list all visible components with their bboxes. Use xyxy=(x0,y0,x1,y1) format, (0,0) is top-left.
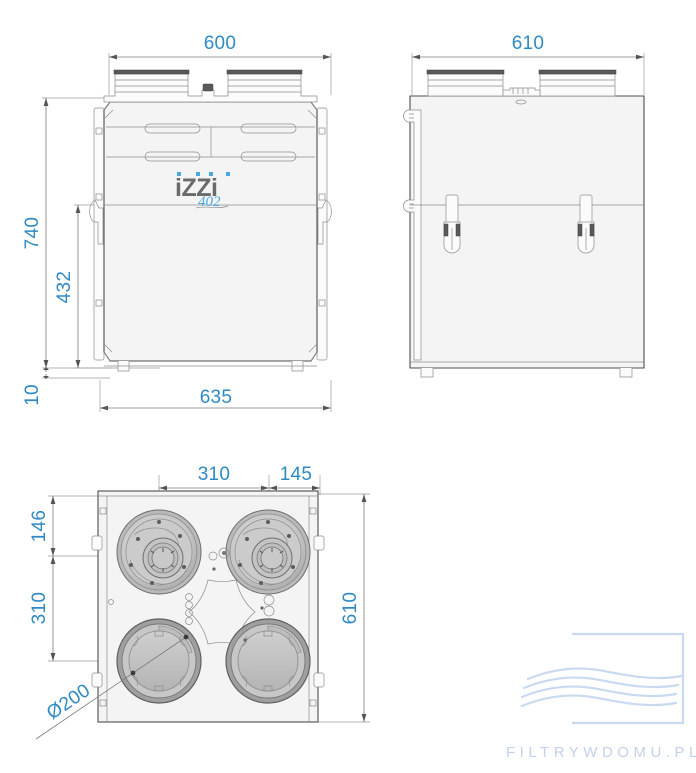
dimension-label-front-height: 740 xyxy=(22,217,43,250)
side-elevation-view: 610 xyxy=(403,33,645,378)
front-duct-collars xyxy=(103,69,318,103)
dimension-label-spigot-diameter: Ø200 xyxy=(43,680,94,724)
side-latch-left xyxy=(443,194,461,254)
product-logo: iZZi 402 xyxy=(175,172,230,210)
plan-fan-top-right xyxy=(225,509,311,595)
top-plan-view: 310 145 146 310 610 xyxy=(29,464,370,740)
watermark-text: FILTRYWDOMU.PL xyxy=(506,744,696,761)
filtrywdomu-watermark: FILTRYWDOMU.PL xyxy=(506,632,696,761)
side-latch-right xyxy=(577,194,595,254)
dimension-plan-offset-145: 145 xyxy=(269,464,321,495)
plan-fan-top-left xyxy=(116,509,202,595)
front-cabinet-body: iZZi 402 xyxy=(89,69,332,372)
front-elevation-view: 600 740 432 10 xyxy=(22,33,332,412)
dimension-front-foot-10: 10 xyxy=(22,367,110,406)
front-access-flaps xyxy=(106,123,315,162)
dimension-label-plan-depth: 610 xyxy=(340,592,361,625)
dimension-label-front-width: 600 xyxy=(204,33,237,54)
dimension-side-depth-610: 610 xyxy=(411,33,645,95)
front-latch-right xyxy=(317,199,332,245)
dimension-label-front-base-width: 635 xyxy=(200,387,233,408)
dimension-label-plan-top-offset: 146 xyxy=(29,510,50,543)
product-model-text: 402 xyxy=(198,194,221,210)
plan-spigot-bottom-left xyxy=(116,618,202,704)
watermark-waves xyxy=(520,667,684,708)
plan-body-plate: Ø200 xyxy=(35,490,325,740)
dimension-label-front-foot: 10 xyxy=(22,384,43,406)
dimension-label-plan-spacing: 310 xyxy=(198,464,231,485)
dimension-plan-depth-610: 610 xyxy=(318,493,370,723)
dimension-label-side-depth: 610 xyxy=(512,33,545,54)
plan-spigot-bottom-right xyxy=(225,618,311,704)
dimension-front-width-635: 635 xyxy=(99,380,332,412)
dimension-front-width-600: 600 xyxy=(108,33,332,95)
dimension-label-plan-vert-spacing: 310 xyxy=(29,592,50,625)
side-cabinet-body xyxy=(403,69,645,378)
dimension-label-front-door-height: 432 xyxy=(54,271,75,304)
product-logo-text: iZZi xyxy=(175,174,217,202)
front-latch-left xyxy=(89,199,104,245)
dimension-label-plan-offset: 145 xyxy=(280,464,313,485)
plan-center-connectors xyxy=(185,547,275,642)
